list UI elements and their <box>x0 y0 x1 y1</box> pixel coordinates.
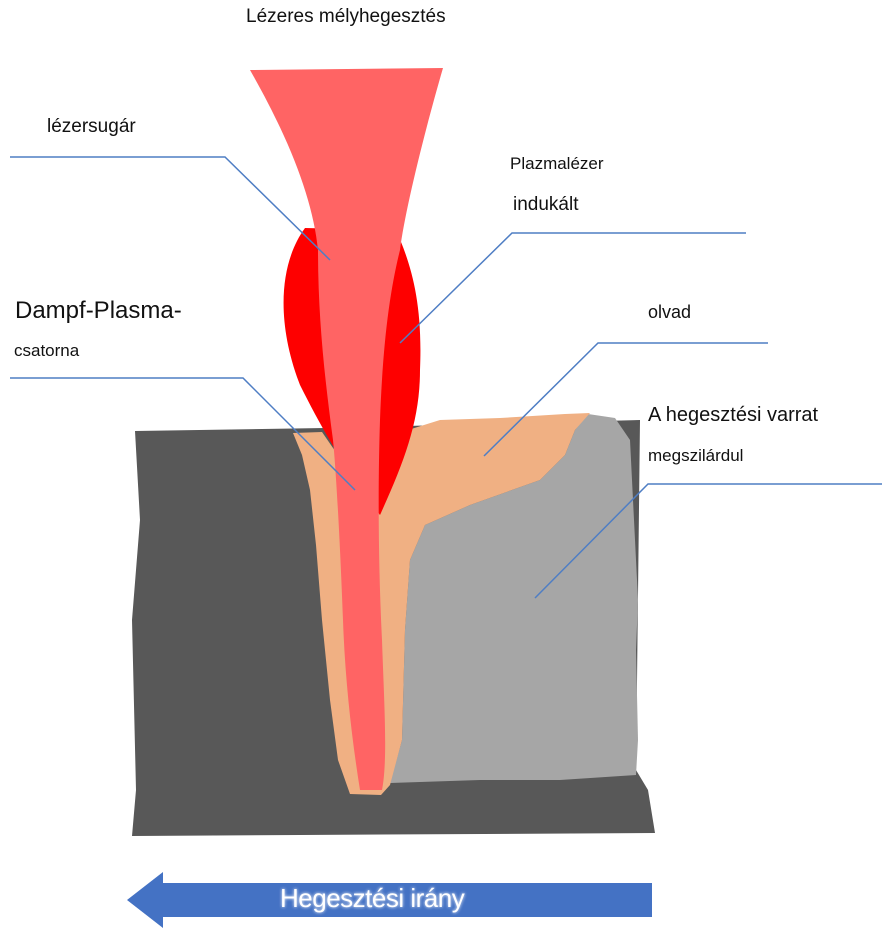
label-vapor-channel-line2: csatorna <box>14 341 80 360</box>
welding-direction-label: Hegesztési irány <box>280 883 465 913</box>
leader-line-vapor-channel <box>10 377 356 491</box>
label-vapor-channel-line1: Dampf-Plasma- <box>15 297 182 324</box>
label-plasma-line1: Plazmalézer <box>510 154 604 173</box>
diagram-title: Lézeres mélyhegesztés <box>246 6 446 27</box>
label-seam-line2: megszilárdul <box>648 446 744 465</box>
leader-lines <box>10 156 882 599</box>
leader-line-laser-beam <box>10 156 331 261</box>
laser-beam-keyhole <box>250 68 443 790</box>
leader-line-plasma <box>399 232 746 344</box>
label-seam-line1: A hegesztési varrat <box>648 404 819 426</box>
leader-line-seam <box>534 483 882 599</box>
label-laser-beam: lézersugár <box>47 116 136 137</box>
label-melt: olvad <box>648 302 692 322</box>
welding-direction-arrow <box>127 872 652 928</box>
leader-line-melt <box>483 342 768 457</box>
label-plasma-line2: indukált <box>513 194 579 215</box>
solidified-seam-region <box>390 414 638 783</box>
